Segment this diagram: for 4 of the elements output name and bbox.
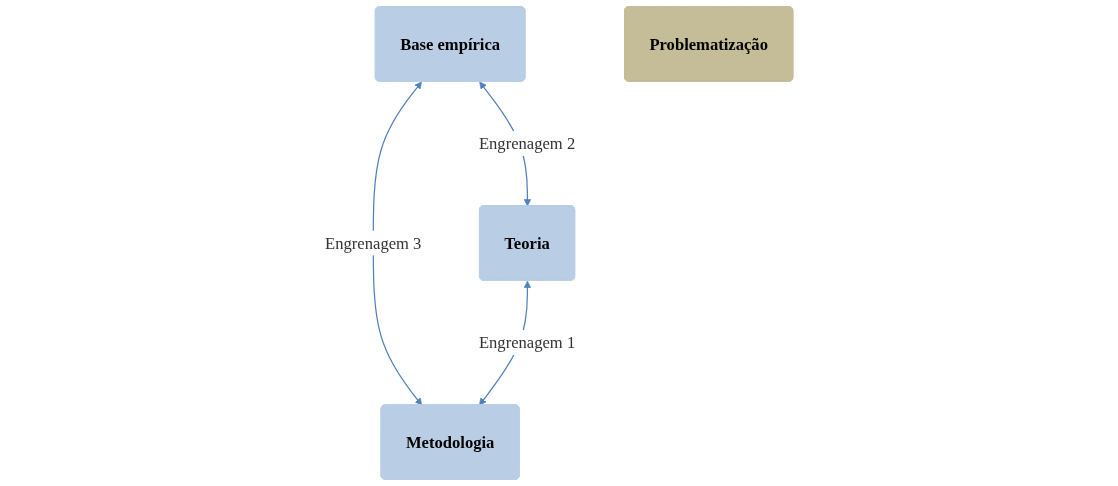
edge-label: Engrenagem 1 bbox=[478, 333, 576, 352]
edge-label: Engrenagem 3 bbox=[325, 233, 422, 253]
edge-label: Engrenagem 2 bbox=[478, 134, 576, 153]
arrow bbox=[372, 81, 423, 406]
